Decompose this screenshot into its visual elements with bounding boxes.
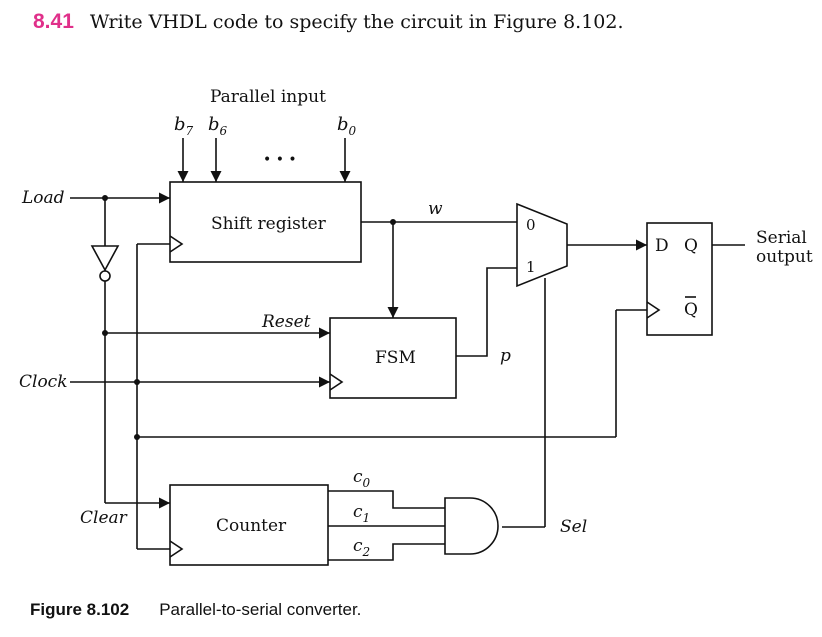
circuit-diagram: Parallel input b7 b6 b0 • • • Load Clock… [19, 87, 813, 566]
problem-text: Write VHDL code to specify the circuit i… [89, 11, 624, 33]
clock-ff-junction [134, 434, 140, 440]
mux-input-0-label: 0 [526, 216, 536, 234]
w-junction [390, 219, 396, 225]
serial-output-label-2: output [756, 247, 813, 267]
figure-caption: Figure 8.102 Parallel-to-serial converter… [30, 600, 361, 620]
sel-label: Sel [560, 517, 587, 537]
clear-label: Clear [80, 508, 128, 528]
buffer-bubble [99, 270, 111, 282]
multiplexer [516, 202, 568, 288]
counter-label: Counter [216, 516, 287, 536]
figure-number: Figure 8.102 [30, 600, 130, 619]
flip-flop-clock-symbol [646, 301, 661, 319]
load-junction [102, 195, 108, 201]
c2-label: c2 [353, 536, 370, 559]
b0-label: b0 [337, 114, 357, 138]
counter-clock-symbol [169, 540, 184, 558]
load-label: Load [21, 188, 65, 208]
problem-number: 8.41 [33, 10, 74, 33]
clock-junction [134, 379, 140, 385]
b7-label: b7 [174, 114, 194, 138]
fsm-label: FSM [375, 348, 416, 368]
fsm-clock-symbol [329, 373, 344, 391]
ff-qbar-label: Q [684, 300, 698, 320]
ff-q-label: Q [684, 236, 698, 256]
and-gate [444, 497, 499, 555]
c0-label: c0 [353, 467, 371, 490]
p-wire [456, 267, 517, 357]
flip-flop-block [646, 222, 713, 336]
counter-block [169, 484, 329, 566]
shift-register-clock-symbol [169, 235, 184, 253]
buffer-gate [90, 245, 120, 272]
c2-wire [328, 543, 445, 561]
c1-label: c1 [353, 502, 370, 525]
w-label: w [428, 199, 443, 219]
p-label: p [500, 346, 511, 366]
b6-label: b6 [208, 114, 228, 138]
ff-d-label: D [655, 236, 669, 256]
reset-junction [102, 330, 108, 336]
problem-statement: 8.41 Write VHDL code to specify the circu… [33, 10, 624, 34]
clock-label: Clock [19, 372, 68, 392]
serial-output-label-1: Serial [756, 228, 807, 248]
parallel-input-label: Parallel input [210, 87, 326, 107]
shift-register-label: Shift register [211, 214, 327, 234]
c0-wire [328, 490, 445, 509]
mux-input-1-label: 1 [526, 258, 536, 276]
ellipsis-label: • • • [263, 152, 297, 168]
figure-caption-text: Parallel-to-serial converter. [159, 600, 362, 619]
reset-label: Reset [261, 312, 311, 332]
